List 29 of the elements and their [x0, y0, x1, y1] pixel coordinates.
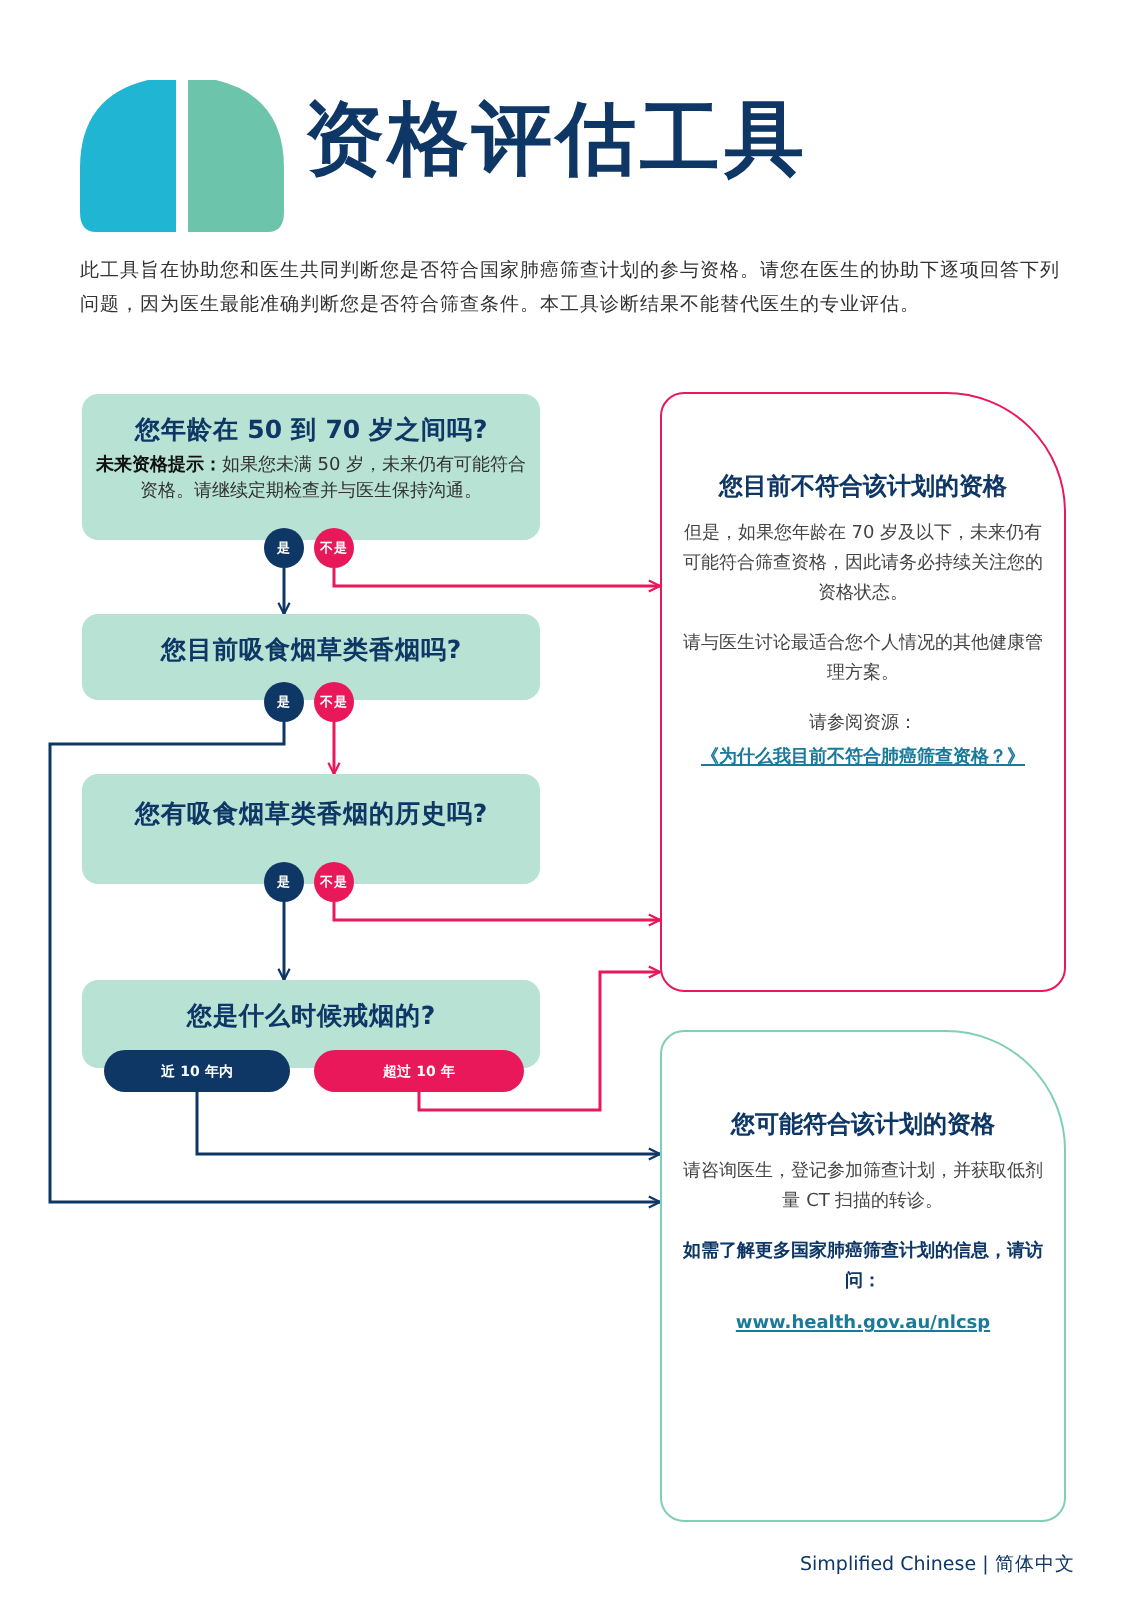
page-title: 资格评估工具: [304, 92, 808, 190]
arrow: [327, 722, 341, 776]
result-heading: 您目前不符合该计划的资格: [719, 470, 1007, 504]
resource-link: www.health.gov.au/nlcsp: [735, 1312, 991, 1338]
question-text: 您是什么时候戒烟的?: [186, 1000, 436, 1034]
resource-link: 《为什么我目前不符合肺癌筛查资格？》: [701, 744, 1025, 772]
result-text: 请咨询医生，登记参加筛查计划，并获取低剂量 CT 扫描的转诊。: [681, 1159, 1045, 1216]
result-card: [660, 392, 1066, 992]
result-card: [660, 1030, 1066, 1522]
question-box: [82, 394, 540, 540]
language-label: Simplified Chinese | 简体中文: [800, 1552, 1077, 1578]
arrow: [417, 965, 662, 1112]
arrow: [195, 1092, 662, 1161]
result-text: 但是，如果您年龄在 70 岁及以下，未来仍有可能符合筛查资格，因此请务必持续关注您的资格状态。: [681, 521, 1045, 608]
arrow: [277, 902, 291, 982]
tip-text: 未来资格提示：如果您未满 50 岁，未来仍有可能符合资格。请继续定期检查并与医生保持沟通。: [94, 454, 528, 506]
result-text: 请与医生讨论最适合您个人情况的其他健康管理方案。: [681, 631, 1045, 688]
question-text: 您有吸食烟草类香烟的历史吗?: [134, 798, 488, 832]
result-heading: 您可能符合该计划的资格: [731, 1108, 995, 1142]
arrow: [332, 902, 662, 927]
question-box: [82, 774, 540, 884]
question-text: 您年龄在 50 到 70 岁之间吗?: [134, 414, 488, 448]
arrow: [48, 722, 662, 1209]
info-note: 如需了解更多国家肺癌筛查计划的信息，请访问：: [681, 1238, 1045, 1296]
arrow: [277, 568, 291, 616]
intro-paragraph: 此工具旨在协助您和医生共同判断您是否符合国家肺癌筛查计划的参与资格。请您在医生的协助下逐项回答下列问题，因为医生最能准确判断您是否符合筛查条件。本工具诊断结果不能替代医生的专业评估。: [80, 258, 1062, 320]
question-text: 您目前吸食烟草类香烟吗?: [160, 634, 462, 668]
arrow: [332, 568, 662, 593]
resource-label: 请参阅资源：: [809, 711, 917, 738]
